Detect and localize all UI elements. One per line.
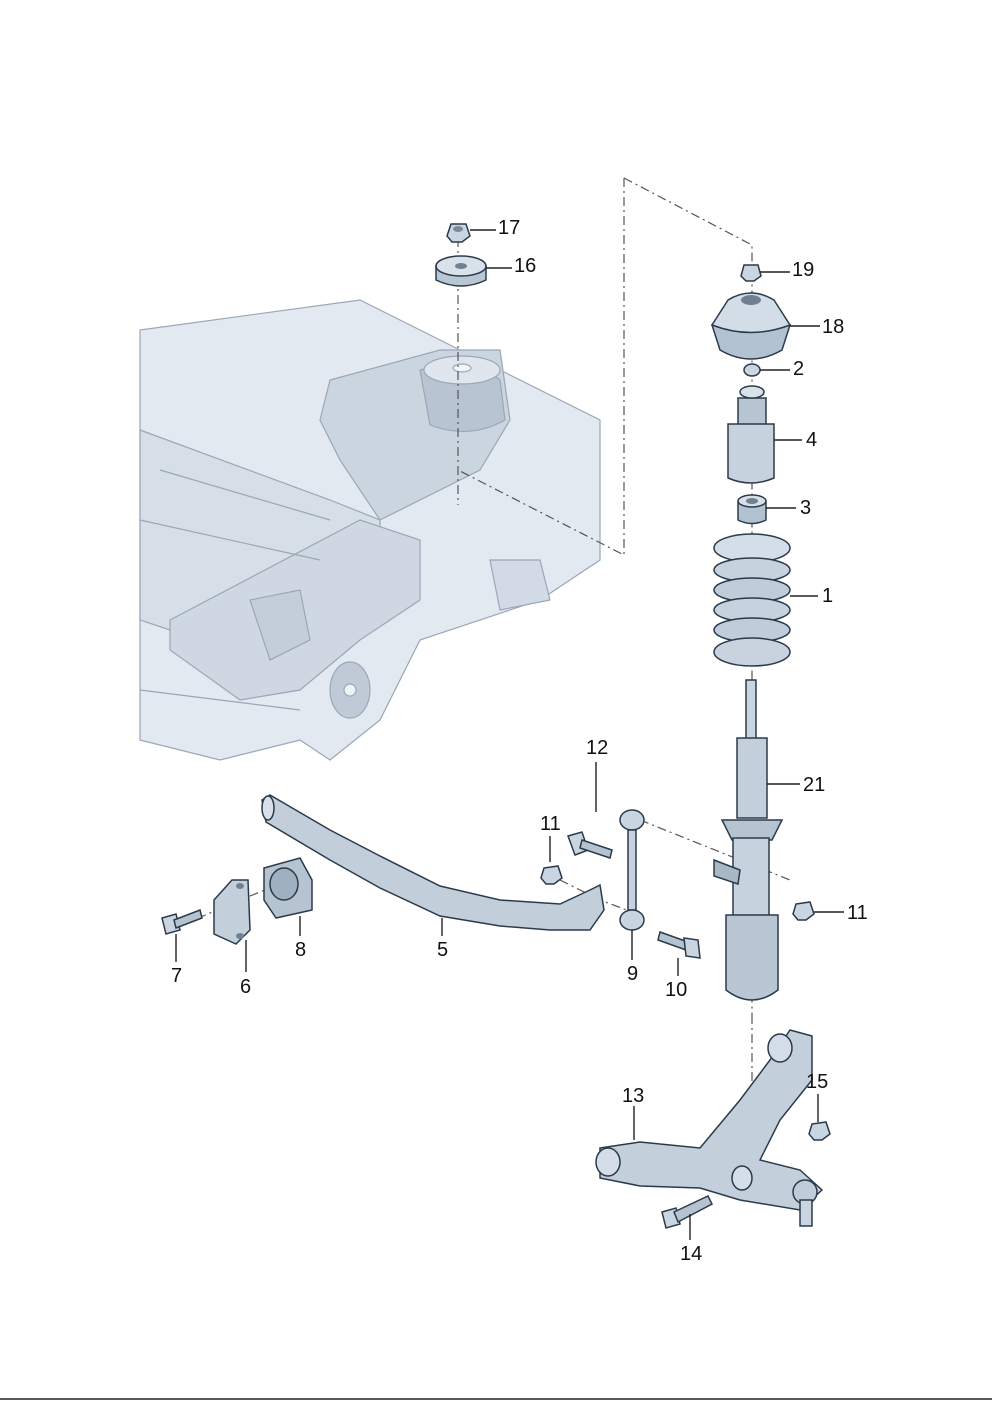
callout-13: 13 (622, 1085, 644, 1107)
callout-19: 19 (792, 259, 814, 281)
bolt-12 (567, 831, 613, 859)
stabilizer-link-9 (619, 809, 645, 931)
shock-absorber-21 (713, 679, 784, 1001)
callout-12: 12 (586, 737, 608, 759)
callout-11-left: 11 (540, 813, 561, 835)
callout-11-right: 11 (847, 902, 868, 924)
nut-17 (446, 223, 471, 243)
callout-labels: 17 16 19 18 2 4 3 1 12 21 11 11 7 6 8 5 … (171, 217, 868, 1265)
nut-19 (740, 264, 762, 282)
control-arm-13 (595, 1029, 824, 1227)
nut-11-left (540, 865, 563, 885)
callout-3: 3 (800, 497, 811, 519)
stabilizer-bar-5 (261, 794, 605, 931)
callout-1: 1 (822, 585, 833, 607)
callout-2: 2 (793, 358, 804, 380)
callout-18: 18 (822, 316, 844, 338)
coil-spring-1 (713, 533, 791, 667)
bump-stop-3 (737, 494, 767, 525)
callout-7: 7 (171, 965, 182, 987)
callout-16: 16 (514, 255, 536, 277)
callout-5: 5 (437, 939, 448, 961)
leader-lines (175, 229, 844, 1240)
callout-15: 15 (806, 1071, 828, 1093)
callout-14: 14 (680, 1243, 702, 1265)
nut-15 (808, 1121, 831, 1141)
callout-21: 21 (803, 774, 825, 796)
bolt-14 (661, 1195, 713, 1229)
strut-mount-18 (710, 292, 792, 360)
callout-8: 8 (295, 939, 306, 961)
callout-17: 17 (498, 217, 520, 239)
nut-11-right (792, 901, 815, 921)
callout-6: 6 (240, 976, 251, 998)
washer-2 (743, 363, 761, 377)
callout-10: 10 (665, 979, 687, 1001)
boot-4 (727, 385, 775, 484)
callout-4: 4 (806, 429, 817, 451)
bolt-7 (161, 908, 203, 935)
subframe-body-structure (139, 299, 601, 761)
callout-9: 9 (627, 963, 638, 985)
bushing-8 (263, 857, 313, 919)
clamp-6 (213, 879, 251, 945)
mount-16 (435, 255, 487, 287)
bolt-10 (657, 931, 701, 959)
